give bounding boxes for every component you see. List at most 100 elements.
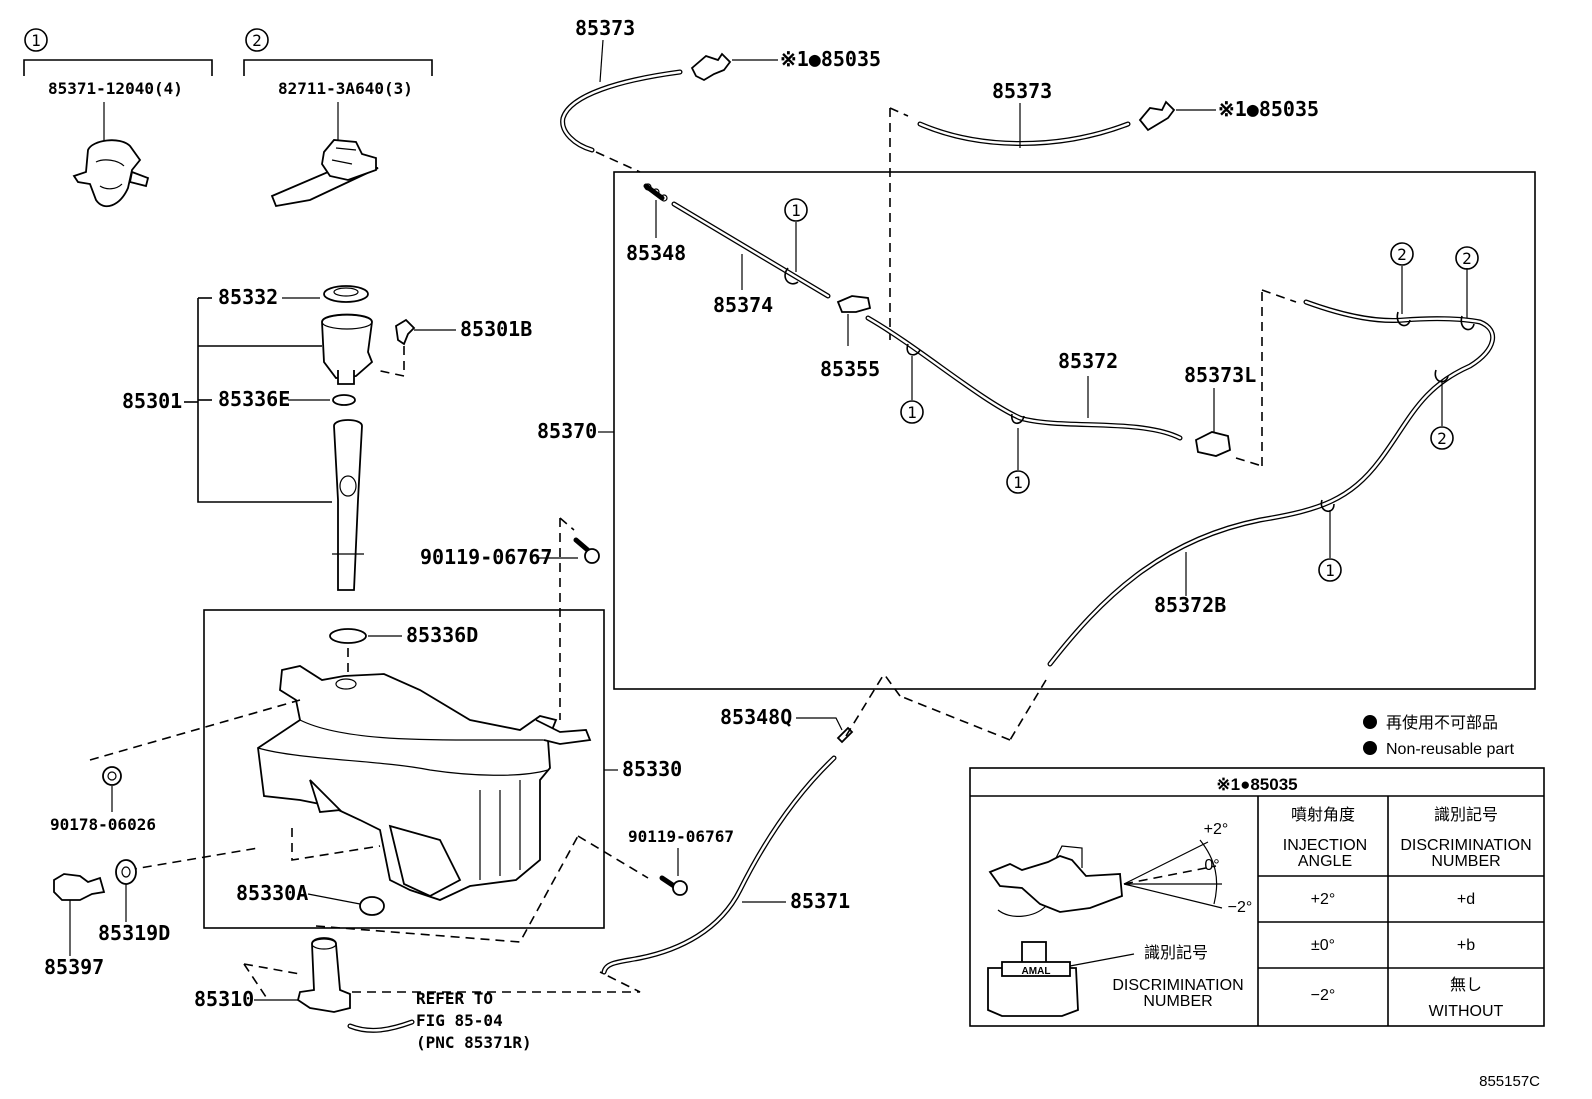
- legend-en: Non-reusable part: [1386, 741, 1515, 758]
- row-angle: −2°: [1311, 987, 1336, 1004]
- filler-pipe-icon: [333, 419, 363, 591]
- label-85372B[interactable]: 85372B: [1154, 593, 1226, 617]
- pump-85310: 85310 REFER TO FIG 85-04 (PNC 85371R): [194, 835, 641, 1052]
- label-85348[interactable]: 85348: [626, 241, 686, 265]
- col-discrimination-jp: 識別記号: [1434, 806, 1498, 824]
- svg-text:2: 2: [1437, 429, 1447, 448]
- hose-85371: 85348Q 85371: [601, 673, 885, 975]
- callout-1-a: [784, 198, 808, 222]
- svg-text:2: 2: [1462, 249, 1472, 268]
- disc-label-en1: DISCRIMINATION: [1112, 977, 1243, 994]
- row-angle: ±0°: [1311, 937, 1335, 954]
- callout-2-b: [1455, 246, 1479, 270]
- hose-85374: 85374 1: [671, 198, 831, 317]
- tank-85330-icon: 85336D: [257, 623, 592, 901]
- grommet-85330A: 85330A: [236, 881, 385, 916]
- label-85332[interactable]: 85332: [218, 285, 278, 309]
- connector-85373L: 85373L: [1184, 289, 1297, 467]
- grommet-85319D: 85319D: [98, 859, 170, 945]
- label-85370[interactable]: 85370: [537, 419, 597, 443]
- angle-zero-label: 0°: [1204, 857, 1219, 874]
- kit-1-pnc[interactable]: 85371-12040(4): [48, 79, 183, 98]
- label-85355[interactable]: 85355: [820, 357, 880, 381]
- label-85035-left[interactable]: ※1●85035: [780, 47, 881, 71]
- filler-neck-icon: [321, 313, 374, 379]
- sensor-85397: 85397: [44, 873, 106, 979]
- row-mark: +b: [1457, 937, 1475, 954]
- svg-text:DISCRIMINATION: DISCRIMINATION: [1400, 837, 1531, 854]
- label-85035-right[interactable]: ※1●85035: [1218, 97, 1319, 121]
- angle-plus-label: +2°: [1204, 821, 1229, 838]
- label-85373-left[interactable]: 85373: [575, 16, 635, 40]
- svg-text:INJECTION: INJECTION: [1283, 837, 1367, 854]
- clip-85301B-icon: [395, 318, 416, 346]
- marking-text: AMAL: [1022, 966, 1051, 977]
- label-85319D[interactable]: 85319D: [98, 921, 170, 945]
- hose-85373-right: 85373: [889, 79, 1131, 340]
- table-title: ※1●85035: [1216, 775, 1297, 794]
- label-85373-right[interactable]: 85373: [992, 79, 1052, 103]
- label-85301[interactable]: 85301: [122, 389, 182, 413]
- legend-jp: 再使用不可部品: [1386, 714, 1498, 732]
- label-85373L[interactable]: 85373L: [1184, 363, 1256, 387]
- label-85372[interactable]: 85372: [1058, 349, 1118, 373]
- label-90119-06767-bottom[interactable]: 90119-06767: [628, 827, 734, 846]
- label-85310[interactable]: 85310: [194, 987, 254, 1011]
- label-85336D[interactable]: 85336D: [406, 623, 478, 647]
- marking-part-icon: AMAL: [987, 941, 1135, 1017]
- row-angle: +2°: [1311, 891, 1336, 908]
- nut-90178: 90178-06026: [50, 766, 156, 834]
- check-valve-85348: 85348: [626, 183, 686, 265]
- callout-1-b: [900, 400, 924, 424]
- svg-text:NUMBER: NUMBER: [1431, 853, 1500, 870]
- label-85301B[interactable]: 85301B: [460, 317, 532, 341]
- kit-2: 2 82711-3A640(3): [243, 28, 433, 208]
- label-85374[interactable]: 85374: [713, 293, 773, 317]
- kit-1-circle: [24, 28, 48, 52]
- label-85371[interactable]: 85371: [790, 889, 850, 913]
- label-85397[interactable]: 85397: [44, 955, 104, 979]
- label-85336E[interactable]: 85336E: [218, 387, 290, 411]
- col-injection-angle-jp: 噴射角度: [1291, 806, 1355, 824]
- bolt-90119-top: 90119-06767: [420, 517, 600, 720]
- callout-2-c: [1430, 426, 1454, 450]
- callout-2-a: [1390, 242, 1414, 266]
- callout-1-c: [1006, 470, 1030, 494]
- nozzle-85035-left: ※1●85035: [690, 47, 881, 82]
- tank-frame: [203, 609, 605, 929]
- hose-assembly-frame: [613, 171, 1536, 690]
- callout-1-d: [1318, 558, 1342, 582]
- label-85348Q[interactable]: 85348Q: [720, 705, 792, 729]
- figure-id: 855157C: [1479, 1073, 1540, 1090]
- svg-text:1: 1: [907, 403, 917, 422]
- svg-text:1: 1: [1013, 473, 1023, 492]
- spec-table: ※1●85035 噴射角度 INJECTION ANGLE 識別記号 DISCR…: [969, 767, 1545, 1027]
- label-90119-06767-top[interactable]: 90119-06767: [420, 545, 552, 569]
- label-85330A[interactable]: 85330A: [236, 881, 308, 905]
- svg-text:1: 1: [791, 201, 801, 220]
- row-mark: 無し: [1450, 976, 1482, 994]
- hose-85372B: 2 2 2 1 85372B: [883, 242, 1496, 741]
- row-mark-en: WITHOUT: [1429, 1003, 1504, 1020]
- hose-85373-left: 85373: [560, 16, 683, 173]
- joint-85355: 85355: [820, 295, 880, 381]
- svg-text:ANGLE: ANGLE: [1298, 853, 1352, 870]
- angle-minus-label: −2°: [1228, 899, 1253, 916]
- kit-1-index: 1: [31, 31, 41, 50]
- kit-1: 1 85371-12040(4): [23, 28, 213, 208]
- filler-group-85301: 85301 85332 85336E 85301B: [122, 285, 532, 591]
- kit-2-index: 2: [252, 31, 262, 50]
- label-85330[interactable]: 85330: [622, 757, 682, 781]
- nozzle-85035-right: ※1●85035: [1138, 97, 1319, 132]
- row-mark: +d: [1457, 891, 1475, 908]
- hose-85372: 1 1 85372: [865, 315, 1183, 494]
- disc-label-en2: NUMBER: [1143, 993, 1212, 1010]
- refer-line-2[interactable]: FIG 85-04: [416, 1011, 503, 1030]
- kit-2-pnc[interactable]: 82711-3A640(3): [278, 79, 413, 98]
- clip-85371-icon: [72, 139, 150, 208]
- label-90178-06026[interactable]: 90178-06026: [50, 815, 156, 834]
- nonreusable-dot-icon: [1363, 741, 1377, 755]
- refer-line-3[interactable]: (PNC 85371R): [416, 1033, 532, 1052]
- nozzle-spray-icon: [988, 839, 1223, 917]
- refer-line-1[interactable]: REFER TO: [416, 989, 493, 1008]
